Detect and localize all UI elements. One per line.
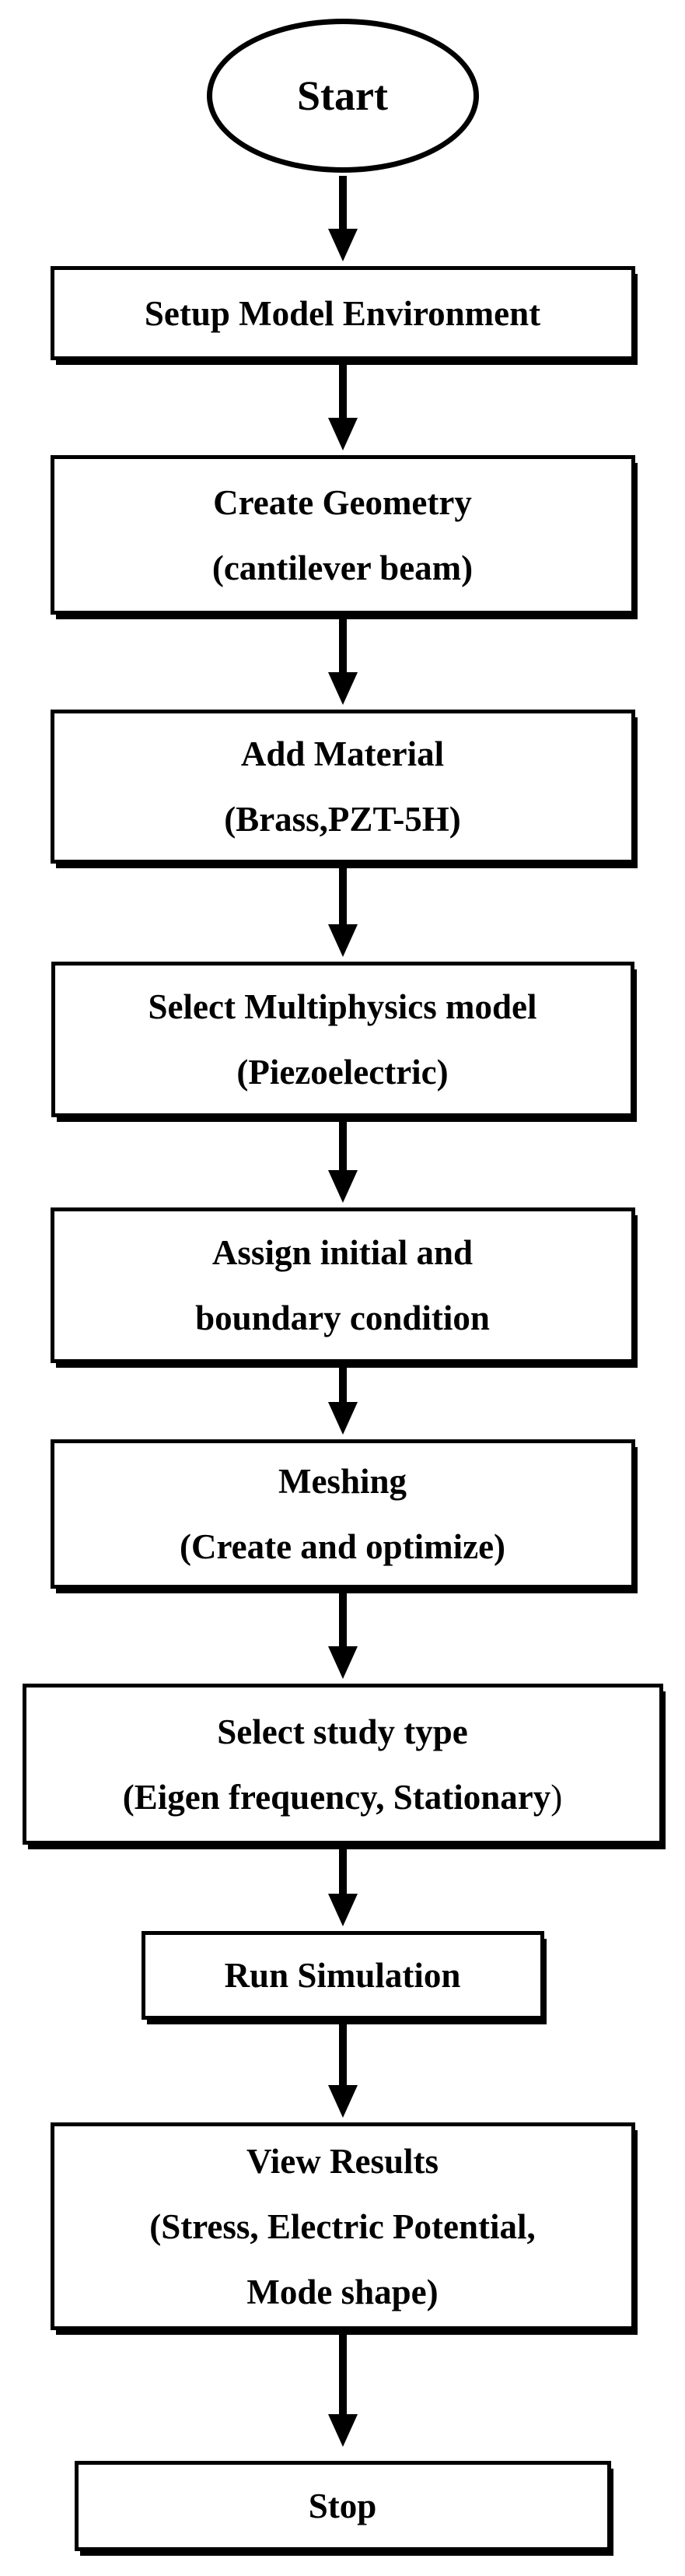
node-select-study-type: Select study type (Eigen frequency, Stat… <box>22 1684 663 1845</box>
arrow-stem <box>338 176 347 229</box>
node-setup-model-environment: Setup Model Environment <box>50 266 635 360</box>
node-select-multiphysics-model: Select Multiphysics model (Piezoelectric… <box>51 962 634 1117</box>
arrow-head <box>327 1894 358 1926</box>
arrow-head <box>327 672 358 705</box>
node-label: Setup Model Environment <box>144 293 541 333</box>
arrow-head <box>327 2085 358 2118</box>
node-label: Stop <box>308 2487 377 2525</box>
arrow-head <box>327 1402 358 1435</box>
down-arrow-icon <box>327 1120 358 1203</box>
node-sublabel: (Piezoelectric) <box>236 1053 449 1092</box>
node-sublabel: (Brass,PZT-5H) <box>224 800 461 839</box>
arrow-stem <box>338 1592 347 1646</box>
arrow-stem <box>338 867 347 924</box>
down-arrow-icon <box>327 176 358 261</box>
node-assign-initial-boundary-condition: Assign initial and boundary condition <box>50 1207 635 1363</box>
node-label: Create Geometry <box>213 482 472 522</box>
node-label: Meshing <box>278 1462 407 1501</box>
arrow-head <box>327 924 358 957</box>
arrow-stem <box>338 1848 347 1894</box>
down-arrow-icon <box>327 2334 358 2447</box>
node-label: View Results <box>246 2141 439 2181</box>
node-label: Run Simulation <box>224 1956 461 1995</box>
arrow-stem <box>338 618 347 672</box>
node-label: Select study type <box>217 1712 468 1751</box>
node-sublabel: boundary condition <box>195 1299 490 1337</box>
arrow-head <box>327 418 358 450</box>
arrow-head <box>327 1170 358 1203</box>
node-run-simulation: Run Simulation <box>141 1931 544 2020</box>
arrow-head <box>327 1646 358 1679</box>
node-add-material: Add Material (Brass,PZT-5H) <box>50 710 635 864</box>
node-label: Select Multiphysics model <box>148 987 537 1026</box>
down-arrow-icon <box>327 2023 358 2118</box>
arrow-head <box>327 229 358 261</box>
node-label: Assign initial and <box>211 1233 474 1272</box>
down-arrow-icon <box>327 867 358 957</box>
node-label: Start <box>297 72 388 119</box>
arrow-stem <box>338 2334 347 2414</box>
down-arrow-icon <box>327 363 358 450</box>
arrow-stem <box>338 2023 347 2085</box>
node-sublabel: (Create and optimize) <box>179 1527 506 1566</box>
node-sublabel: (Eigen frequency, Stationary) <box>123 1765 562 1830</box>
node-sublabel: (cantilever beam) <box>211 548 474 587</box>
down-arrow-icon <box>327 1366 358 1435</box>
node-create-geometry: Create Geometry (cantilever beam) <box>50 455 635 615</box>
arrow-head <box>327 2414 358 2447</box>
node-sublabel: (Stress, Electric Potential, <box>149 2206 536 2246</box>
node-sublabel-text: (Eigen frequency, Stationary <box>122 1777 551 1817</box>
node-view-results: View Results (Stress, Electric Potential… <box>50 2122 635 2330</box>
node-sublabel: Mode shape) <box>246 2272 439 2311</box>
node-meshing: Meshing (Create and optimize) <box>50 1439 635 1589</box>
arrow-stem <box>338 363 347 418</box>
node-start-terminator: Start <box>206 19 479 173</box>
arrow-stem <box>338 1120 347 1170</box>
down-arrow-icon <box>327 618 358 705</box>
down-arrow-icon <box>327 1592 358 1679</box>
node-sublabel-closing-paren: ) <box>550 1777 563 1817</box>
down-arrow-icon <box>327 1848 358 1926</box>
arrow-stem <box>338 1366 347 1402</box>
node-stop: Stop <box>74 2461 611 2551</box>
node-label: Add Material <box>240 734 445 773</box>
